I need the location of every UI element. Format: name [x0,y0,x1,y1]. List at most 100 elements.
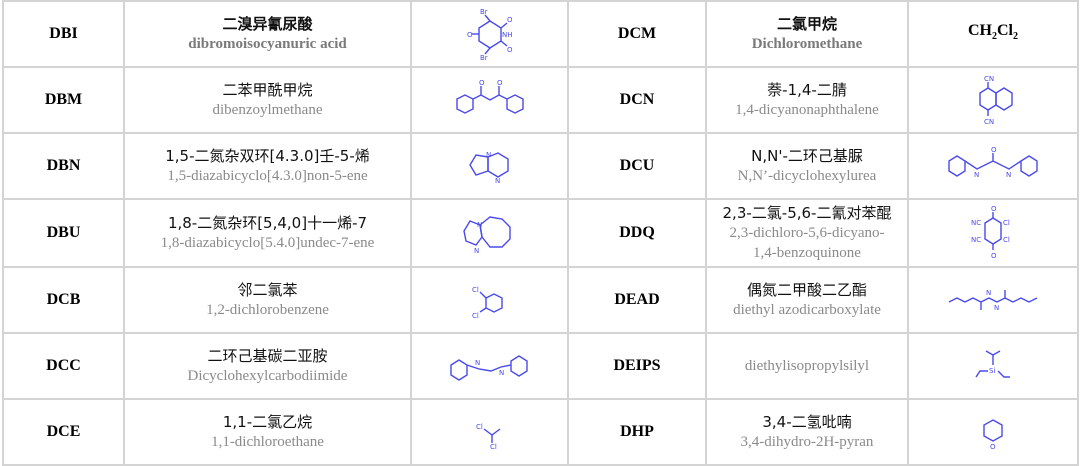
chinese-name: 1,1-二氯乙烷 [222,413,313,431]
svg-text:O: O [507,16,513,24]
chinese-name: 2,3-二氯-5,6-二氰对苯醌 [722,204,892,222]
deips-structure: Si [975,350,1010,378]
svg-text:NC: NC [971,236,981,244]
svg-text:N: N [499,369,504,377]
svg-text:N: N [474,247,479,255]
svg-text:NC: NC [971,219,981,227]
svg-text:N: N [994,304,999,312]
abbreviation: DCB [2,266,125,334]
english-name: Dicyclohexylcarbodiimide [187,368,348,384]
name-cell: N,N'-二环己基脲 N,N’-dicyclohexylurea [705,132,909,200]
svg-text:O: O [991,205,997,213]
chinese-name: 二溴异氰尿酸 [222,15,313,33]
english-name: diethylisopropylsilyl [744,358,870,374]
abbreviation: DHP [567,398,707,466]
dcu-structure: O N N [948,146,1038,179]
abbreviation: DCC [2,332,125,400]
english-name: dibenzoylmethane [212,102,323,118]
chinese-name: 萘-1,4-二腈 [767,81,847,99]
svg-text:Si: Si [989,367,995,375]
dead-structure: NN [948,289,1038,312]
table-row: DCN 萘-1,4-二腈 1,4-dicyanonaphthalene CN CN [567,66,1079,134]
name-cell: 1,5-二氮杂双环[4.3.0]壬-5-烯 1,5-diazabicyclo[4.… [123,132,412,200]
english-name: 1,5-diazabicyclo[4.3.0]non-5-ene [167,168,368,184]
svg-text:Cl: Cl [490,443,497,449]
english-name: N,N’-dicyclohexylurea [737,168,877,184]
table-row: DEIPS diethylisopropylsilyl Si [567,332,1079,400]
svg-text:N: N [477,221,482,229]
svg-text:O: O [479,79,485,87]
svg-text:Cl: Cl [1003,236,1010,244]
abbreviation: DBM [2,66,125,134]
svg-text:N: N [1006,171,1011,179]
english-name: dibromoisocyanuric acid [188,36,347,52]
chinese-name: 1,5-二氮杂双环[4.3.0]壬-5-烯 [165,147,370,165]
dbn-structure: NN [468,151,509,185]
svg-text:CN: CN [984,118,994,126]
svg-text:Cl: Cl [476,423,483,431]
structure-cell: O N N [907,132,1079,200]
chinese-name: 二苯甲酰甲烷 [222,81,313,99]
svg-text:O: O [991,146,997,154]
svg-text:O: O [497,79,503,87]
name-cell: 二溴异氰尿酸 dibromoisocyanuric acid [123,0,412,68]
svg-text:O: O [507,46,513,54]
svg-text:O: O [990,443,996,451]
svg-text:O: O [991,252,997,260]
english-name-line2: 1,4-benzoquinone [753,245,861,261]
abbreviation: DCN [567,66,707,134]
table-row: DBU 1,8-二氮杂环[5,4,0]十一烯-7 1,8-diazabicyclo… [2,198,569,268]
english-name: 1,8-diazabicyclo[5.4.0]undec-7-ene [160,235,375,251]
english-name: 3,4-dihydro-2H-pyran [740,434,874,450]
svg-text:Cl: Cl [472,286,479,294]
abbreviation: DCE [2,398,125,466]
svg-text:Cl: Cl [472,312,479,320]
svg-text:O: O [467,31,473,39]
name-cell: 二苯甲酰甲烷 dibenzoylmethane [123,66,412,134]
svg-text:Cl: Cl [1003,219,1010,227]
dhp-structure: O [983,419,1003,451]
chinese-name: 1,8-二氮杂环[5,4,0]十一烯-7 [167,214,368,232]
svg-text:N: N [974,171,979,179]
chinese-name: N,N'-二环己基脲 [751,147,863,165]
svg-text:Br: Br [480,54,488,61]
english-name: 1,4-dicyanonaphthalene [735,102,879,118]
abbreviation: DBU [2,198,125,268]
chemical-formula: CH2Cl2 [907,0,1079,68]
english-name: 1,2-dichlorobenzene [206,302,329,318]
svg-text:N: N [475,359,480,367]
structure-cell: CN CN [907,66,1079,134]
svg-text:CN: CN [984,75,994,83]
svg-text:N: N [486,151,491,159]
abbreviation: DBI [2,0,125,68]
english-name: Dichloromethane [751,36,863,52]
svg-text:NH: NH [502,31,513,39]
abbreviation: DEAD [567,266,707,334]
